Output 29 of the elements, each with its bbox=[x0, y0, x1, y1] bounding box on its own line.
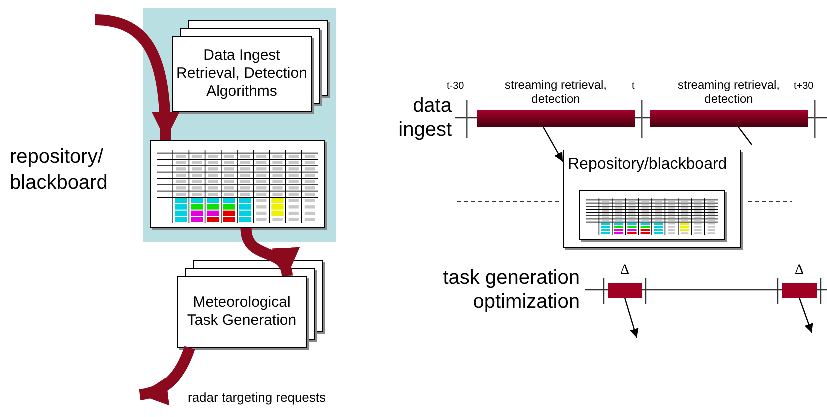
bar-caption: streaming retrieval, detection bbox=[676, 78, 782, 106]
delta-bar bbox=[608, 283, 642, 298]
arrow bbox=[94, 14, 180, 140]
delta-bar bbox=[782, 283, 817, 298]
bar-caption: streaming retrieval, detection bbox=[504, 78, 608, 106]
arrow bbox=[542, 126, 564, 162]
table-drawing bbox=[579, 190, 725, 240]
timeline-bar bbox=[477, 110, 635, 127]
edge-label: radar targeting requests bbox=[188, 390, 326, 405]
connector-line bbox=[738, 126, 752, 146]
arrow bbox=[798, 298, 814, 334]
repository-panel bbox=[8, 8, 336, 242]
delta-symbol: Δ bbox=[794, 263, 805, 279]
time-label: t-30 bbox=[447, 80, 466, 94]
panel-heading: repository/ blackboard bbox=[10, 145, 109, 196]
arrow bbox=[240, 227, 297, 277]
table-drawing bbox=[150, 140, 325, 228]
arrow bbox=[624, 298, 639, 338]
delta-symbol: Δ bbox=[619, 263, 630, 279]
repository-box bbox=[563, 150, 741, 248]
time-label: t bbox=[632, 80, 636, 94]
arrow bbox=[139, 346, 196, 404]
timeline-bar bbox=[650, 110, 808, 127]
row-label: task generation optimization bbox=[442, 266, 580, 314]
box-heading: Repository/blackboard bbox=[568, 156, 728, 174]
process-box: Meteorological Task Generation bbox=[177, 276, 307, 348]
process-box: Data Ingest Retrieval, Detection Algorithms bbox=[172, 36, 312, 112]
row-label: data ingest bbox=[398, 94, 452, 142]
time-label: t+30 bbox=[794, 80, 815, 94]
